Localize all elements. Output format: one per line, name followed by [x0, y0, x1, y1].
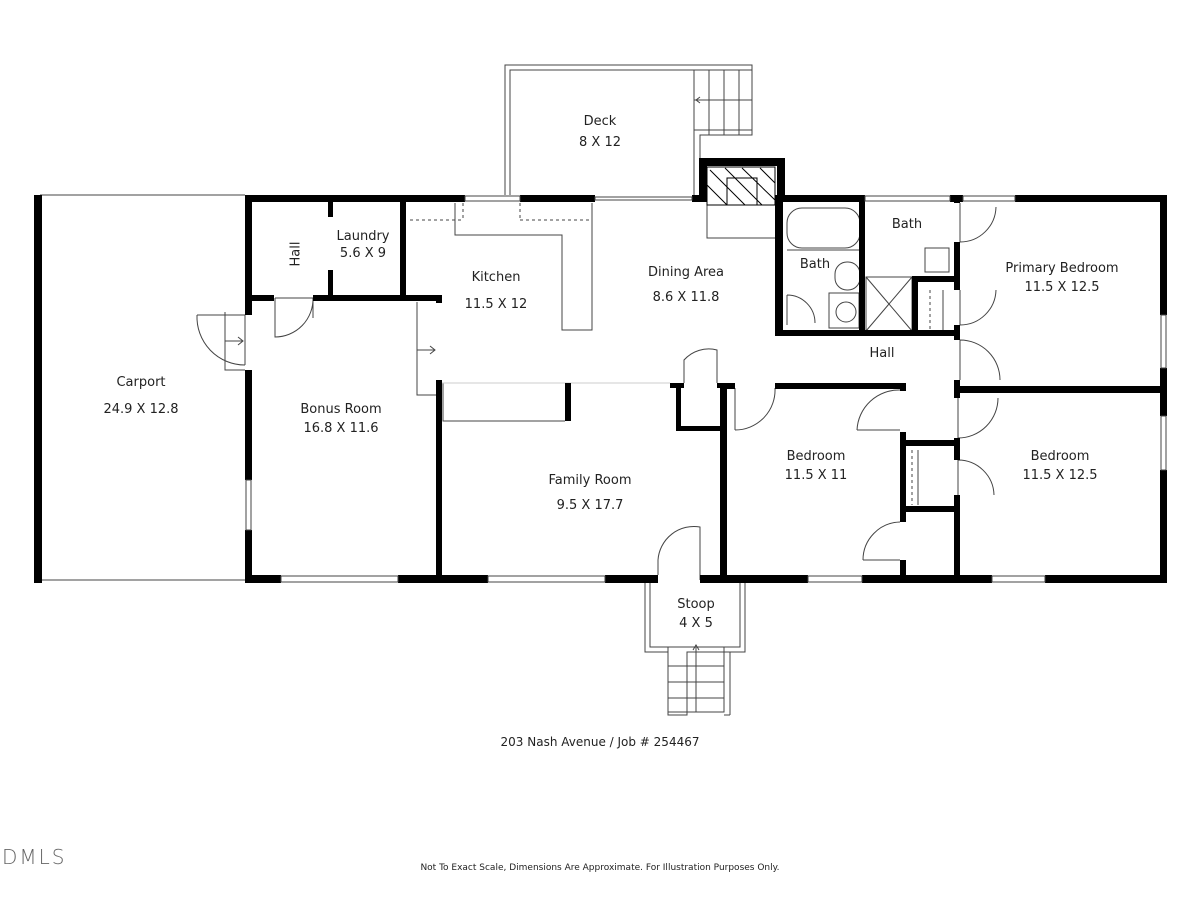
- carport-outline: [40, 194, 245, 581]
- room-label-hall-bath: Bath: [799, 257, 831, 272]
- carport-door: [196, 314, 246, 366]
- windows: [245, 195, 1167, 583]
- bathtub: [786, 207, 861, 249]
- room-label-hall-east: Hall: [869, 346, 895, 361]
- stoop-outline: [644, 580, 746, 716]
- address-caption: 203 Nash Avenue / Job # 254467: [500, 735, 700, 749]
- stoop-stairs: [667, 647, 725, 713]
- entry-door: [657, 526, 701, 580]
- vanity-sink: [828, 292, 860, 329]
- toilet: [834, 261, 861, 291]
- fireplace-hearth: [706, 203, 775, 239]
- mls-watermark: DMLS: [2, 845, 67, 869]
- room-label-primary-bath: Bath: [891, 217, 923, 232]
- disclaimer-text: Not To Exact Scale, Dimensions Are Appro…: [420, 863, 780, 873]
- room-label-hall-west: Hall: [288, 241, 304, 267]
- fireplace: [706, 166, 776, 206]
- bath-door: [786, 294, 816, 325]
- walls: [34, 158, 1167, 583]
- kitchen-counter: [454, 203, 593, 331]
- deck-stairs: [694, 69, 752, 135]
